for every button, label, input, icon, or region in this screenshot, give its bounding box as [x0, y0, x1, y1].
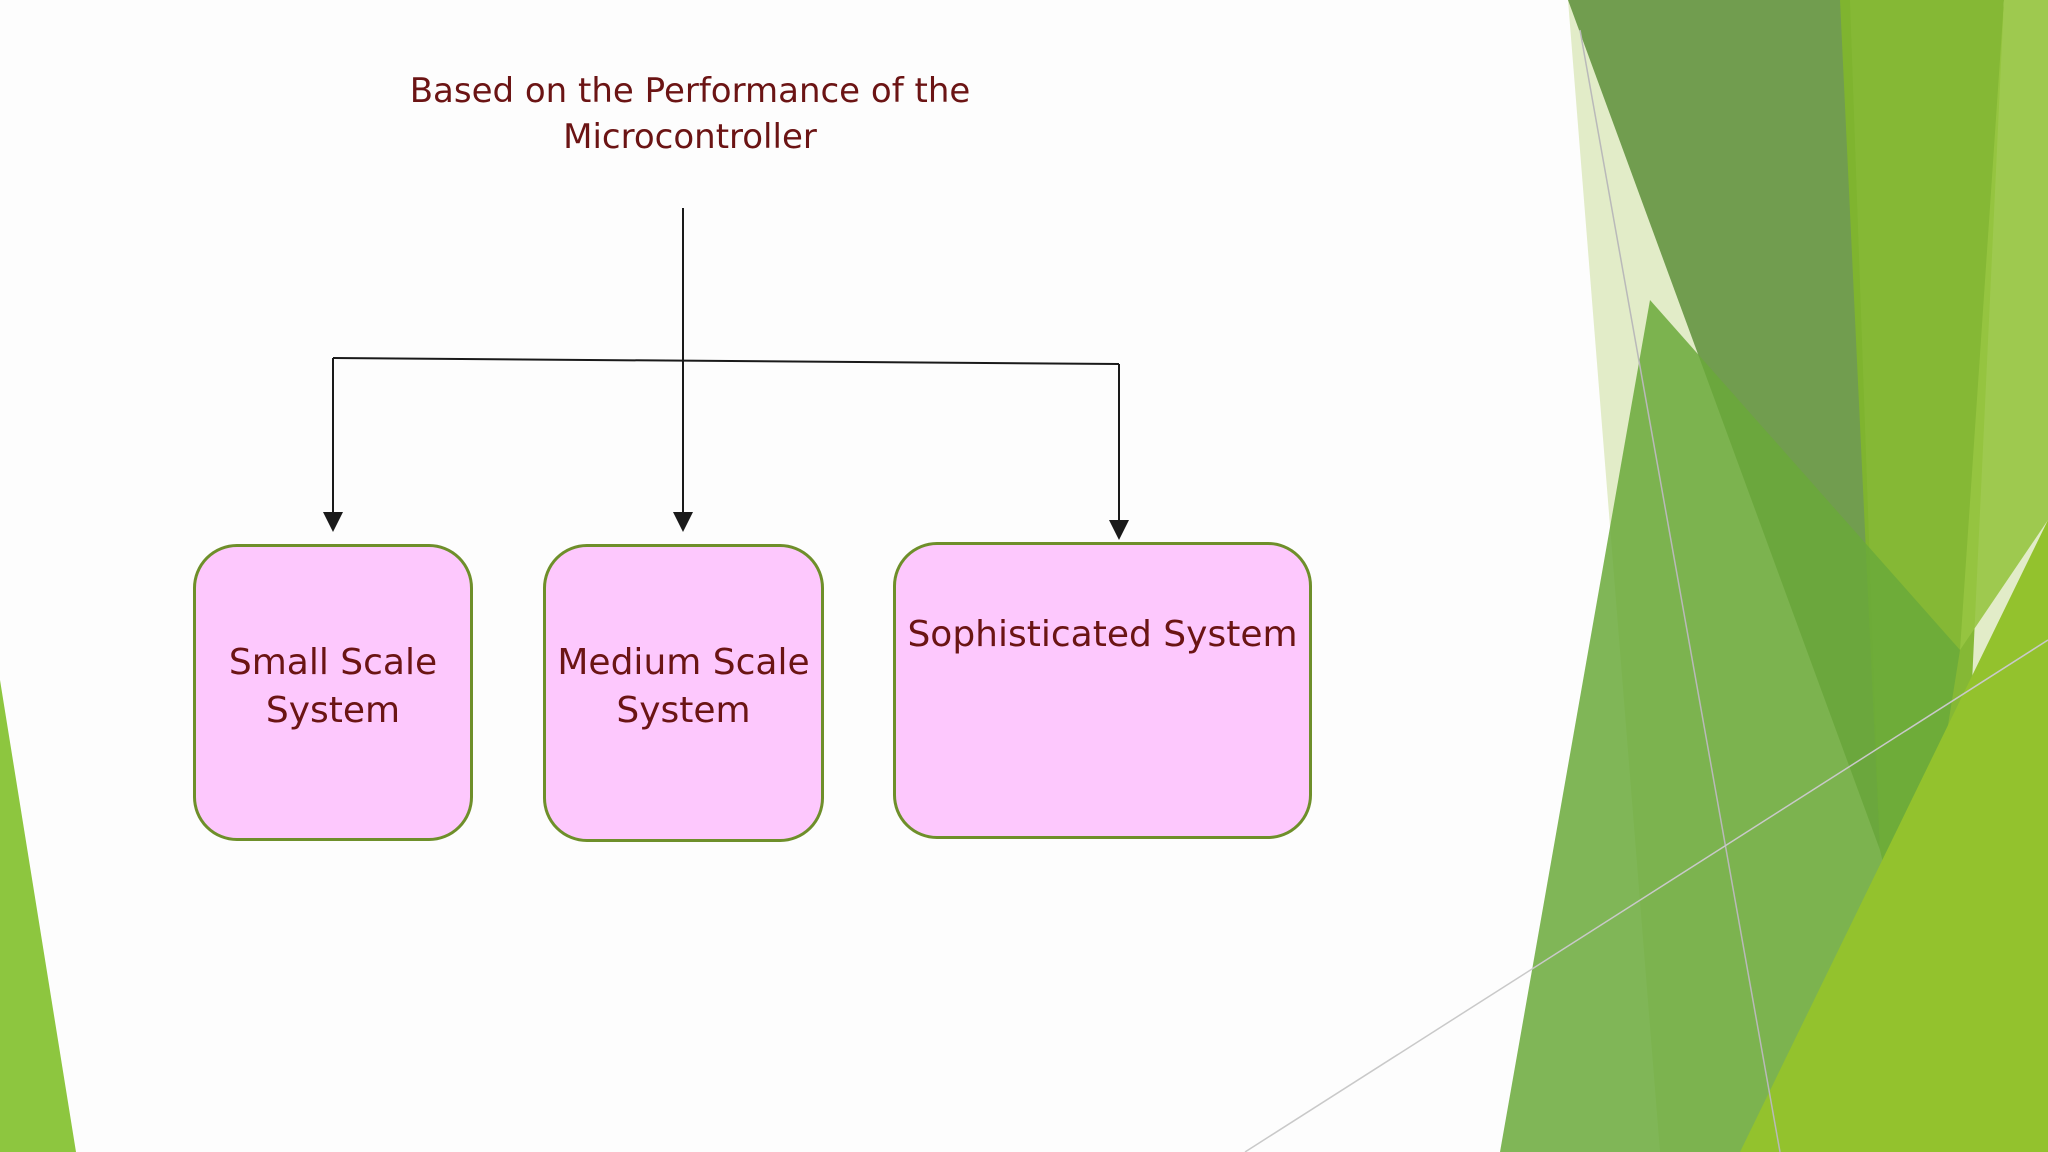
diagram-title: Based on the Performance of the Microcon… [409, 71, 971, 157]
decor-thin-line-1 [1579, 29, 1781, 1152]
node-label: Small Scale System [228, 642, 438, 731]
horizontal-branch [332, 357, 1120, 365]
node-small-scale-system: Small Scale System [193, 544, 473, 841]
node-sophisticated-system: Sophisticated System [893, 542, 1312, 839]
node-medium-scale-system: Medium Scale System [543, 544, 824, 842]
node-label: Sophisticated System [907, 614, 1298, 655]
right-bright-green-triangle [1740, 520, 2048, 1152]
node-label: Medium Scale System [557, 642, 810, 731]
left-green-sliver [0, 680, 76, 1152]
right-edge-green [1960, 0, 2048, 650]
decor-thin-line-2 [1244, 639, 2048, 1152]
